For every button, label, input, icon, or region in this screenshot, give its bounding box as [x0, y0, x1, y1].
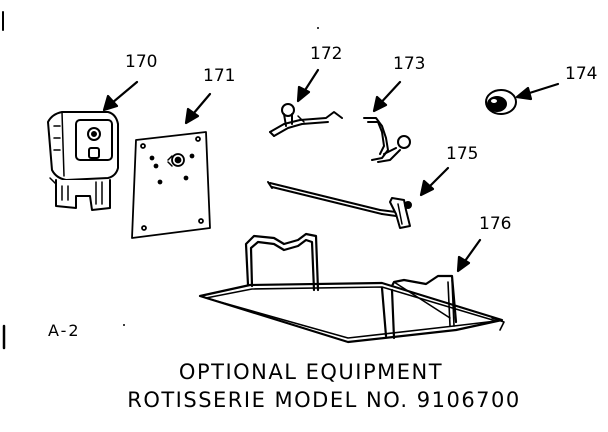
- caption-line-2: ROTISSERIE MODEL NO. 9106700: [127, 388, 521, 412]
- caption-line-1: OPTIONAL EQUIPMENT: [178, 360, 444, 384]
- part-number-174: 174: [565, 64, 598, 84]
- part-number-176: 176: [479, 214, 512, 234]
- arrow-172: [296, 68, 320, 103]
- arrow-173: [372, 80, 402, 113]
- arrow-170: [102, 80, 139, 112]
- motor-unit-drawing: [47, 111, 119, 211]
- bracket-left-drawing: [269, 103, 343, 137]
- arrow-175: [419, 166, 450, 197]
- spit-rod-drawing: [267, 181, 412, 229]
- part-number-171: 171: [203, 66, 236, 86]
- arrow-174: [515, 82, 560, 101]
- part-number-173: 173: [393, 54, 426, 74]
- part-number-175: 175: [446, 144, 479, 164]
- mounting-plate-drawing: [131, 131, 211, 239]
- bracket-right-drawing: [363, 117, 411, 163]
- part-number-170: 170: [125, 52, 158, 72]
- arrow-176: [456, 238, 482, 273]
- scan-dot: [123, 324, 125, 326]
- leader-arrows: [102, 68, 560, 273]
- wire-rack-drawing: [198, 232, 505, 344]
- part-number-172: 172: [310, 44, 343, 64]
- figure-label: A-2: [48, 321, 81, 340]
- arrow-171: [184, 92, 212, 125]
- scan-dot: [317, 27, 319, 29]
- knob-drawing: [485, 89, 517, 115]
